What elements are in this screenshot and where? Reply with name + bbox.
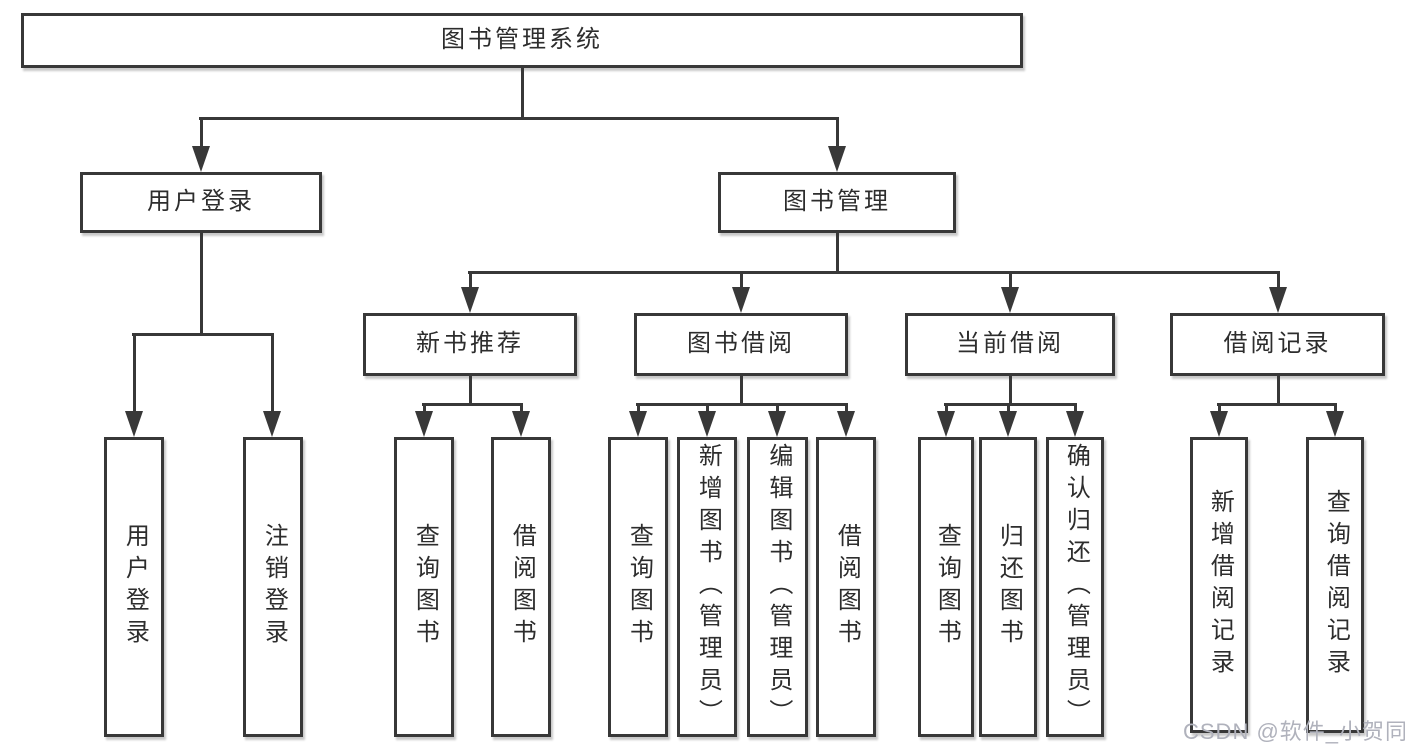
node-label: 用户登录: [147, 188, 255, 216]
arrowhead-down-icon: [732, 287, 750, 313]
connector-line: [739, 376, 743, 406]
leaf-confirm-return-admin: 确认归还（管理员）: [1046, 437, 1104, 737]
connector-line: [775, 404, 779, 417]
leaf-logout: 注销登录: [243, 437, 303, 737]
arrowhead-down-icon: [1066, 411, 1084, 437]
leaf-query-book-current: 查询图书: [918, 437, 974, 737]
node-label: 查询图书: [933, 523, 961, 651]
connector-line: [944, 404, 948, 417]
arrowhead-down-icon: [698, 411, 716, 437]
connector-line: [422, 404, 426, 417]
leaf-add-borrow-record: 新增借阅记录: [1190, 437, 1248, 733]
node-label: 编辑图书（管理员）: [764, 443, 792, 731]
node-label: 借阅图书: [833, 523, 861, 651]
leaf-query-borrow-record: 查询借阅记录: [1306, 437, 1364, 733]
node-label: 确认归还（管理员）: [1062, 443, 1090, 731]
connector-line: [132, 332, 274, 336]
arrowhead-down-icon: [629, 411, 647, 437]
connector-line: [199, 116, 839, 120]
node-label: 用户登录: [121, 523, 149, 651]
arrowhead-down-icon: [768, 411, 786, 437]
connector-line: [844, 404, 848, 417]
node-label: 查询图书: [411, 523, 439, 651]
connector-line: [132, 334, 136, 417]
node-label: 新书推荐: [416, 330, 524, 358]
leaf-add-book-admin: 新增图书（管理员）: [677, 437, 737, 737]
node-current-borrow: 当前借阅: [905, 313, 1115, 376]
arrowhead-down-icon: [1326, 411, 1344, 437]
connector-line: [422, 402, 523, 406]
node-label: 注销登录: [260, 523, 288, 651]
connector-line: [1276, 376, 1280, 406]
arrowhead-down-icon: [415, 411, 433, 437]
node-label: 图书管理: [783, 188, 891, 216]
node-label: 查询图书: [625, 523, 653, 651]
connector-line: [468, 272, 472, 293]
connector-line: [705, 404, 709, 417]
connector-line: [636, 404, 640, 417]
connector-line: [1008, 376, 1012, 406]
node-label: 图书管理系统: [441, 26, 603, 54]
node-label: 图书借阅: [687, 330, 795, 358]
connector-line: [1333, 404, 1337, 417]
connector-line: [944, 402, 1077, 406]
arrowhead-down-icon: [1269, 287, 1287, 313]
connector-line: [468, 270, 1280, 274]
arrowhead-down-icon: [192, 146, 210, 172]
connector-line: [468, 376, 472, 406]
connector-line: [519, 404, 523, 417]
node-user-login: 用户登录: [80, 172, 322, 233]
connector-line: [1217, 404, 1221, 417]
leaf-return-book: 归还图书: [979, 437, 1037, 737]
leaf-edit-book-admin: 编辑图书（管理员）: [747, 437, 808, 737]
node-label: 新增图书（管理员）: [694, 443, 722, 731]
leaf-borrow-book: 借阅图书: [816, 437, 876, 737]
connector-line: [1008, 272, 1012, 293]
arrowhead-down-icon: [512, 411, 530, 437]
node-label: 借阅图书: [508, 523, 536, 651]
connector-line: [1073, 404, 1077, 417]
node-label: 借阅记录: [1223, 330, 1332, 358]
arrowhead-down-icon: [937, 411, 955, 437]
node-label: 当前借阅: [956, 330, 1064, 358]
node-label: 查询借阅记录: [1322, 489, 1350, 681]
node-book-borrow: 图书借阅: [634, 313, 848, 376]
leaf-user-login: 用户登录: [104, 437, 164, 737]
leaf-query-book-recommend: 查询图书: [394, 437, 454, 737]
connector-line: [1006, 404, 1010, 417]
connector-line: [270, 334, 274, 417]
arrowhead-down-icon: [263, 411, 281, 437]
connector-line: [1276, 272, 1280, 293]
arrowhead-down-icon: [1210, 411, 1228, 437]
leaf-borrow-book-recommend: 借阅图书: [491, 437, 551, 737]
node-root: 图书管理系统: [21, 13, 1023, 68]
arrowhead-down-icon: [828, 146, 846, 172]
connector-line: [199, 233, 203, 336]
arrowhead-down-icon: [1001, 287, 1019, 313]
connector-line: [199, 118, 203, 152]
connector-line: [835, 118, 839, 152]
arrowhead-down-icon: [999, 411, 1017, 437]
connector-line: [1217, 402, 1337, 406]
connector-line: [835, 233, 839, 274]
node-label: 新增借阅记录: [1206, 489, 1234, 681]
arrowhead-down-icon: [125, 411, 143, 437]
csdn-watermark: CSDN @软件_小贺同学: [1183, 719, 1405, 744]
arrowhead-down-icon: [461, 287, 479, 313]
leaf-query-book-borrow: 查询图书: [608, 437, 668, 737]
node-label: 归还图书: [995, 523, 1023, 651]
node-book-management: 图书管理: [718, 172, 956, 233]
arrowhead-down-icon: [837, 411, 855, 437]
connector-line: [520, 68, 524, 120]
connector-line: [636, 402, 848, 406]
node-borrow-record: 借阅记录: [1170, 313, 1385, 376]
connector-line: [739, 272, 743, 293]
node-new-book-recommend: 新书推荐: [363, 313, 577, 376]
